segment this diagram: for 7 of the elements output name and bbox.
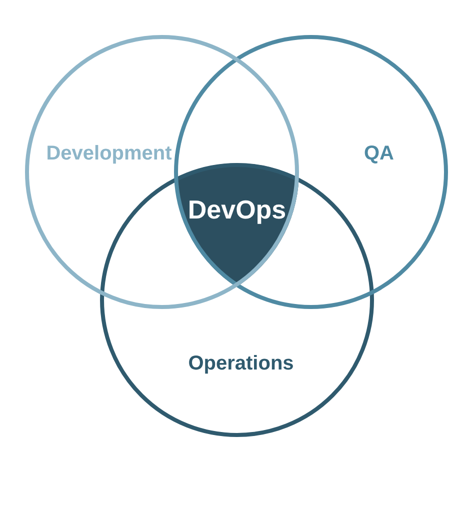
venn-circle <box>25 35 299 309</box>
venn-label: QA <box>364 142 394 166</box>
venn-circle <box>100 163 374 437</box>
venn-label: DevOps <box>188 194 286 226</box>
venn-circle <box>174 35 448 309</box>
venn-label: Development <box>46 142 172 166</box>
venn-label: Operations <box>188 352 294 376</box>
